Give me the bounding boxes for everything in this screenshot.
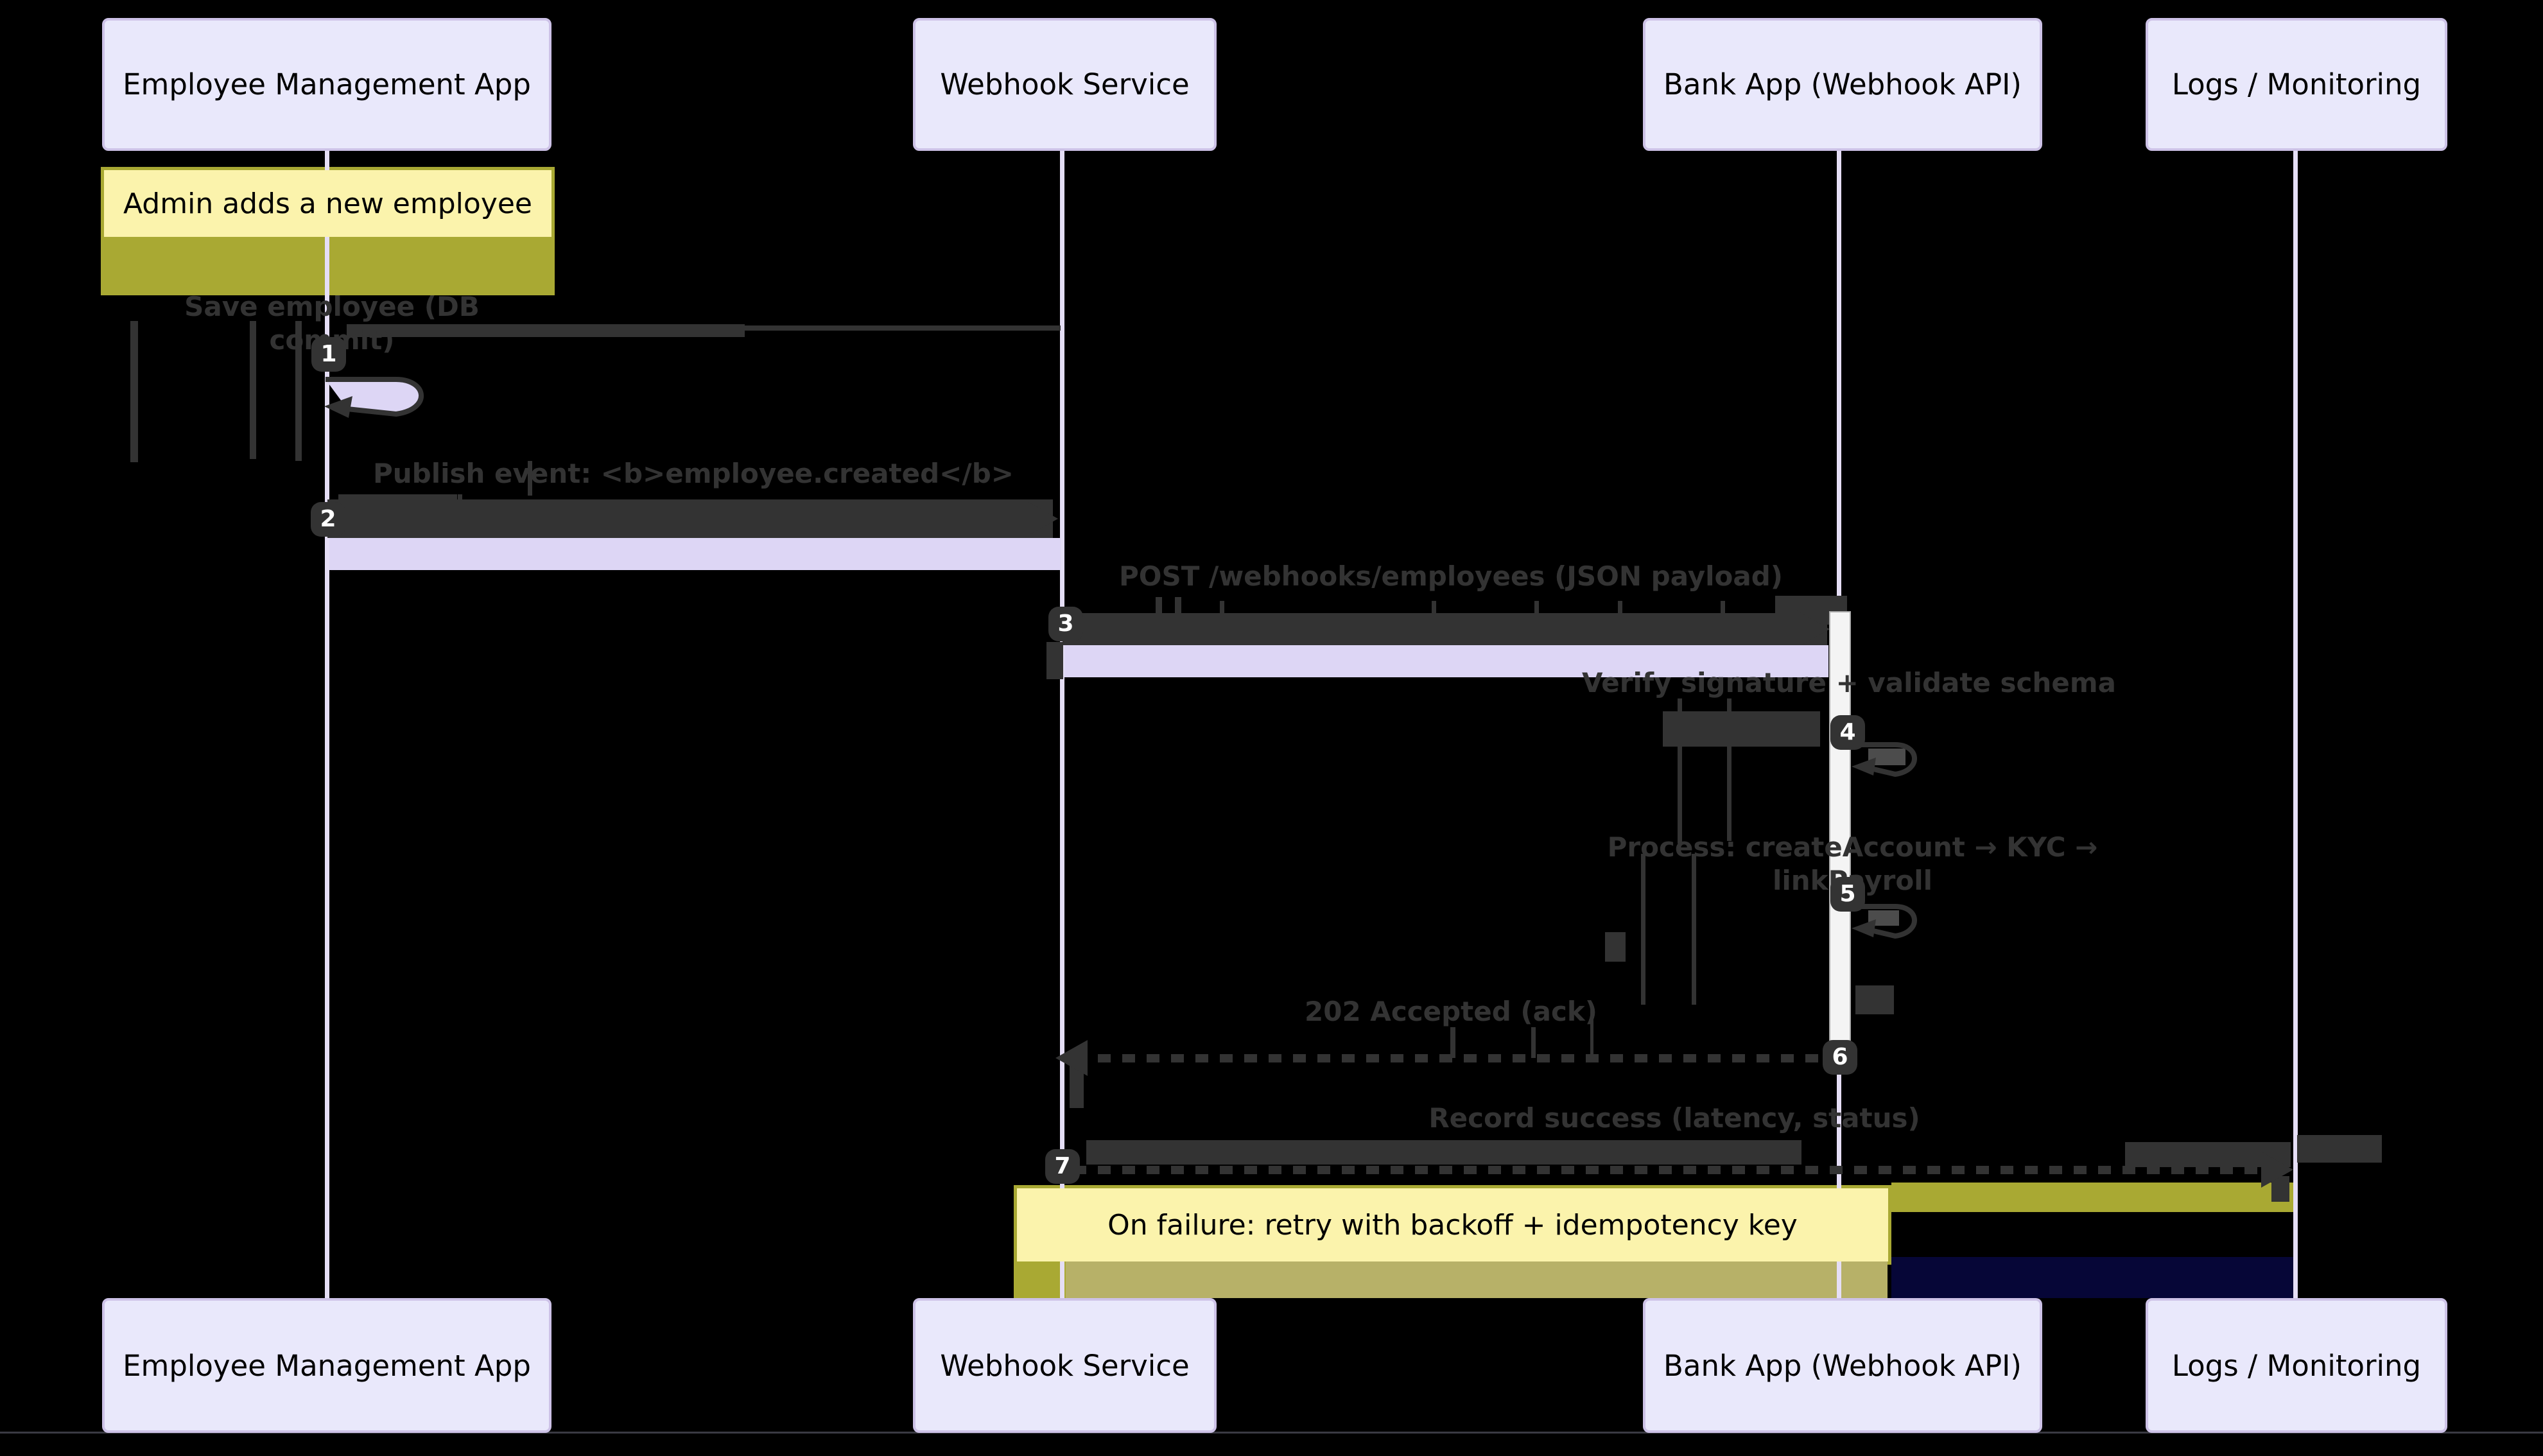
actor-label: Logs / Monitoring [2171, 67, 2422, 101]
message-7-label: Record success (latency, status) [1428, 1102, 1920, 1134]
ghost-artifact [295, 321, 302, 461]
actor-label: Bank App (Webhook API) [1663, 1348, 2022, 1383]
message-3-label: POST /webhooks/employees (JSON payload) [1118, 560, 1783, 592]
ghost-artifact [1531, 1027, 1536, 1058]
lifeline-logs-monitoring [2293, 151, 2298, 1298]
message-1-label: Save employee (DB commit) [184, 291, 480, 356]
ghost-artifact [1692, 854, 1696, 1005]
message-3-band [1064, 645, 1828, 677]
ghost-artifact [1641, 854, 1645, 1005]
note-on-failure: On failure: retry with backoff + idempot… [1017, 1188, 1888, 1261]
actor-top-logs-monitoring: Logs / Monitoring [2146, 18, 2447, 151]
ghost-artifact [1450, 1027, 1455, 1058]
actor-label: Employee Management App [123, 67, 531, 101]
message-2-arrowhead [1025, 500, 1058, 537]
message-3-arrow-line [1063, 613, 1827, 645]
ghost-artifact [250, 321, 256, 459]
message-2-label: Publish event: <b>employee.created</b> [373, 458, 1014, 489]
olive-band-artifact [1891, 1183, 2293, 1212]
ghost-artifact [1086, 1140, 1801, 1165]
ghost-artifact [130, 321, 138, 462]
message-5-label: Process: createAccount → KYC → linkPayro… [1607, 831, 2098, 896]
ghost-artifact [2297, 1135, 2382, 1163]
actor-top-employee-app: Employee Management App [102, 18, 551, 151]
ghost-artifact [1855, 985, 1894, 1014]
actor-label: Employee Management App [123, 1348, 531, 1383]
lifeline-employee-app [325, 151, 329, 1298]
olive-sliver-artifact [1014, 1261, 1066, 1298]
baseline-artifact [0, 1432, 2543, 1434]
message-6-dashed-line [1073, 1054, 1825, 1062]
actor-top-bank-app: Bank App (Webhook API) [1643, 18, 2042, 151]
actor-label: Webhook Service [940, 67, 1190, 101]
message-4-number-badge: 4 [1830, 715, 1865, 750]
message-4-label: Verify signature + validate schema [1582, 667, 2116, 698]
self-loop-arrow [1852, 742, 1917, 777]
message-7-dashed-line [1073, 1166, 2280, 1174]
note-text: Admin adds a new employee [123, 187, 532, 220]
activation-bar-bank [1829, 611, 1851, 1068]
actor-bottom-employee-app: Employee Management App [102, 1298, 551, 1433]
message-2-number-badge: 2 [311, 502, 345, 537]
actor-label: Webhook Service [940, 1348, 1190, 1383]
note-text: On failure: retry with backoff + idempot… [1107, 1208, 1798, 1242]
message-6-label: 202 Accepted (ack) [1305, 996, 1597, 1027]
note-admin-adds-employee: Admin adds a new employee [104, 170, 551, 237]
ghost-artifact [1678, 698, 1682, 844]
ghost-artifact [1727, 698, 1731, 841]
actor-bottom-bank-app: Bank App (Webhook API) [1643, 1298, 2042, 1433]
self-loop-arrow [324, 377, 424, 418]
ghost-artifact [347, 324, 745, 337]
actor-top-webhook-service: Webhook Service [913, 18, 1217, 151]
message-3-arrowhead [1796, 611, 1830, 648]
actor-bottom-webhook-service: Webhook Service [913, 1298, 1217, 1433]
actor-label: Logs / Monitoring [2171, 1348, 2422, 1383]
self-loop-arrow [1852, 904, 1917, 939]
actor-label: Bank App (Webhook API) [1663, 67, 2022, 101]
message-6-arrowhead [1055, 1040, 1088, 1076]
ghost-artifact [528, 461, 532, 496]
navy-band-artifact [1891, 1257, 2293, 1298]
message-1-number-badge: 1 [311, 337, 346, 372]
lifeline-webhook-service [1060, 151, 1064, 1298]
ghost-artifact [1605, 932, 1626, 962]
ghost-artifact [745, 325, 1061, 331]
message-7-arrowhead [2261, 1152, 2293, 1188]
actor-bottom-logs-monitoring: Logs / Monitoring [2146, 1298, 2447, 1433]
message-6-number-badge: 6 [1823, 1040, 1857, 1075]
ghost-artifact [1046, 642, 1063, 679]
ghost-artifact [1663, 711, 1820, 747]
message-3-number-badge: 3 [1048, 607, 1083, 641]
ghost-artifact [1590, 1005, 1593, 1057]
message-7-number-badge: 7 [1045, 1149, 1080, 1184]
olive-muted-band-artifact [1066, 1261, 1888, 1298]
message-2-band [329, 538, 1061, 570]
message-2-arrow-line [327, 499, 1053, 538]
